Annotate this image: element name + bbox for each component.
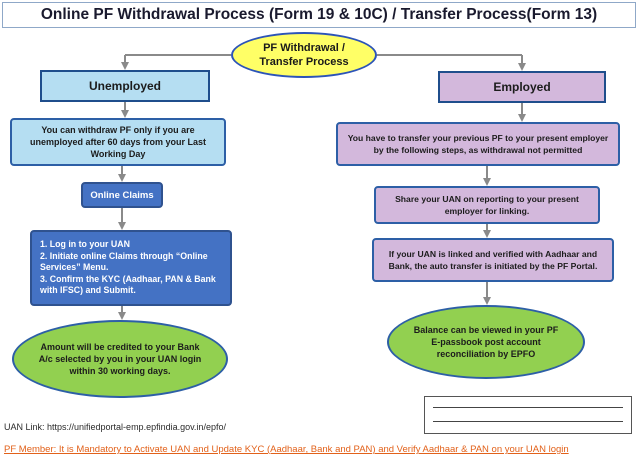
amount-credited-node: Amount will be credited to your Bank A/c… xyxy=(12,320,228,398)
balance-passbook-node: Balance can be viewed in your PF E-passb… xyxy=(387,305,585,379)
claims-step-2: 2. Initiate online Claims through “Onlin… xyxy=(40,250,208,273)
blank-line-1 xyxy=(433,407,623,408)
online-claims-box: Online Claims xyxy=(81,182,163,208)
start-node-line-1: PF Withdrawal / xyxy=(263,42,345,54)
start-node-pf-withdrawal-transfer: PF Withdrawal / Transfer Process xyxy=(231,32,377,78)
blank-signature-box xyxy=(424,396,632,434)
start-node-line-2: Transfer Process xyxy=(259,56,349,68)
unemployed-info-box: You can withdraw PF only if you are unem… xyxy=(10,118,226,166)
claims-step-3: 3. Confirm the KYC (Aadhaar, PAN & Bank … xyxy=(40,273,216,296)
uan-link-text[interactable]: UAN Link: https://unifiedportal-emp.epfi… xyxy=(4,422,226,432)
share-uan-box: Share your UAN on reporting to your pres… xyxy=(374,186,600,224)
employed-info-box: You have to transfer your previous PF to… xyxy=(336,122,620,166)
pf-member-notice-link[interactable]: PF Member: It is Mandatory to Activate U… xyxy=(4,444,569,455)
auto-transfer-box: If your UAN is linked and verified with … xyxy=(372,238,614,282)
blank-line-2 xyxy=(433,421,623,422)
unemployed-header: Unemployed xyxy=(40,70,210,102)
claims-step-1: 1. Log in to your UAN xyxy=(40,239,130,250)
online-claims-steps-box: 1. Log in to your UAN 2. Initiate online… xyxy=(30,230,232,306)
diagram-title: Online PF Withdrawal Process (Form 19 & … xyxy=(2,2,636,28)
employed-header: Employed xyxy=(438,71,606,103)
